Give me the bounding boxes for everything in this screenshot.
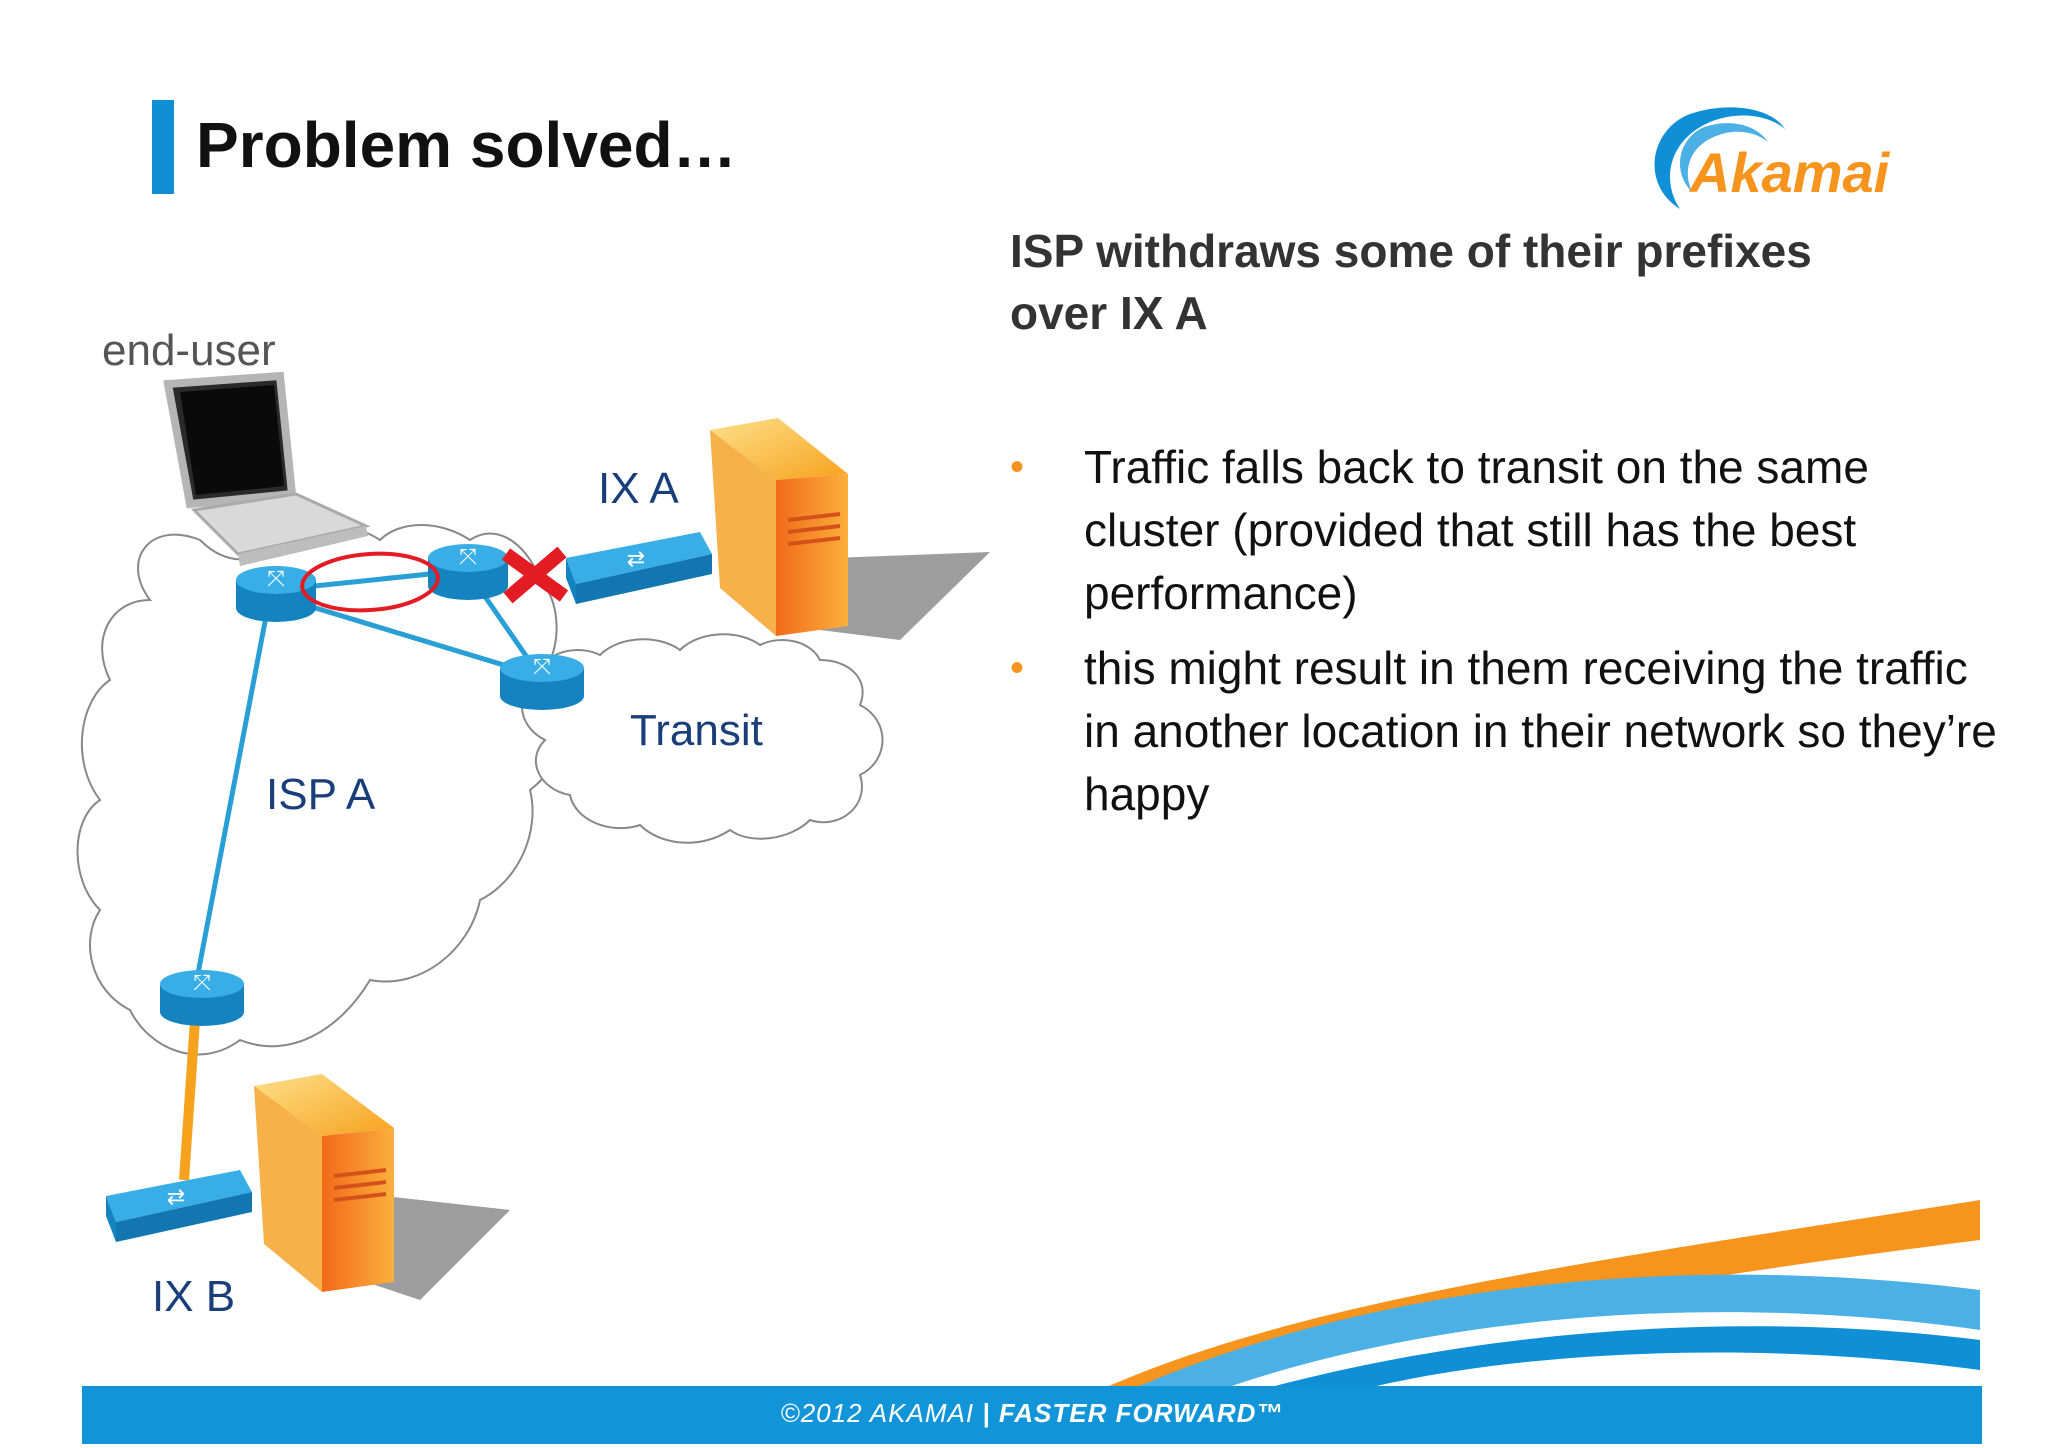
- footer-bar: ©2012 AKAMAI | FASTER FORWARD™: [82, 1386, 1982, 1444]
- server-icon: [254, 1074, 510, 1300]
- switch-icon: ⇄: [106, 1170, 252, 1242]
- bullet-item: • this might result in them receiving th…: [1010, 637, 2010, 826]
- svg-text:⤧: ⤧: [533, 655, 551, 680]
- highlight-ellipse: [300, 551, 440, 613]
- bullet-dot-icon: •: [1010, 646, 1025, 690]
- footer-separator: |: [982, 1398, 991, 1428]
- transit-label: Transit: [630, 706, 763, 755]
- bullet-text: this might result in them receiving the …: [1084, 642, 1997, 820]
- akamai-logo: Akamai: [1654, 107, 1891, 209]
- svg-text:⤧: ⤧: [459, 545, 477, 570]
- switch-icon: ⇄: [566, 532, 712, 604]
- svg-text:⇄: ⇄: [627, 547, 645, 572]
- slide-heading: ISP withdraws some of their prefixes ove…: [1010, 225, 1812, 339]
- footer-text: ©2012 AKAMAI | FASTER FORWARD™: [82, 1398, 1982, 1429]
- svg-text:⤧: ⤧: [267, 567, 285, 592]
- bullet-list: • Traffic falls back to transit on the s…: [1010, 436, 2010, 838]
- link-ix-b: [179, 1005, 201, 1181]
- laptop-icon: [163, 371, 371, 566]
- title-accent-bar: [152, 100, 174, 194]
- server-icon: [710, 418, 990, 640]
- isp-a-label: ISP A: [266, 770, 376, 819]
- router-icon: ⤧: [428, 544, 508, 600]
- decorative-swoosh: [1100, 1200, 1980, 1390]
- end-user-label: end-user: [102, 326, 276, 375]
- logo-text: Akamai: [1688, 141, 1891, 204]
- slide-title: Problem solved…: [196, 109, 737, 181]
- bullet-text: Traffic falls back to transit on the sam…: [1084, 441, 1869, 619]
- footer-tagline: FASTER FORWARD™: [998, 1398, 1284, 1428]
- ix-a-label: IX A: [598, 464, 679, 513]
- network-diagram: ⤧ ⤧ ⤧ ⤧ ⇄: [76, 371, 990, 1300]
- svg-text:⇄: ⇄: [167, 1185, 185, 1210]
- router-icon: ⤧: [500, 654, 584, 710]
- router-icon: ⤧: [160, 970, 244, 1026]
- svg-text:⤧: ⤧: [193, 971, 211, 996]
- footer-copyright: ©2012 AKAMAI: [780, 1398, 975, 1428]
- bullet-item: • Traffic falls back to transit on the s…: [1010, 436, 2010, 625]
- bullet-dot-icon: •: [1010, 445, 1025, 489]
- link-isp-internal: [193, 605, 271, 985]
- ix-b-label: IX B: [152, 1272, 236, 1321]
- transit-cloud: [520, 633, 884, 844]
- withdrawn-x-icon: [501, 546, 569, 604]
- link-isp-transit: [275, 593, 541, 679]
